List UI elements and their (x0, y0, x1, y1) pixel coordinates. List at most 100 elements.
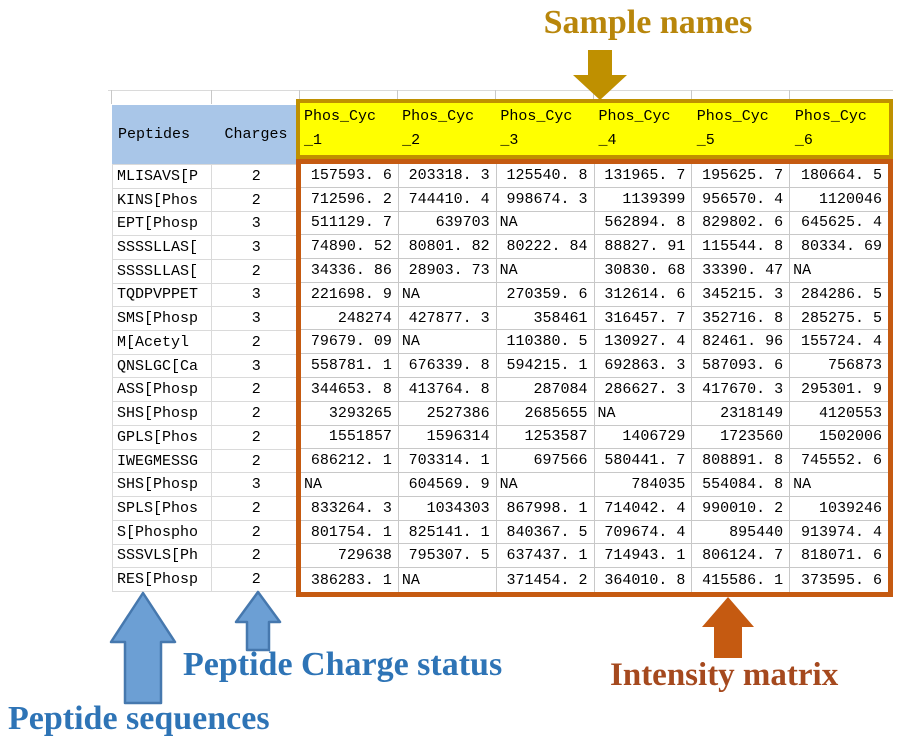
intensity-cell[interactable]: 703314. 1 (399, 449, 497, 473)
intensity-cell[interactable]: 587093. 6 (692, 354, 791, 377)
charge-cell[interactable]: 2 (251, 452, 261, 470)
intensity-cell[interactable]: 1034303 (399, 496, 497, 520)
intensity-cell[interactable]: 221698. 9 (301, 282, 399, 306)
intensity-cell[interactable]: NA (497, 473, 595, 496)
intensity-cell[interactable]: 692863. 3 (595, 354, 693, 377)
intensity-cell[interactable]: 358461 (497, 306, 595, 330)
intensity-cell[interactable]: NA (399, 282, 497, 306)
intensity-cell[interactable]: 784035 (595, 473, 693, 496)
intensity-cell[interactable]: 427877. 3 (399, 306, 497, 330)
intensity-cell[interactable]: 1502006 (818, 428, 882, 446)
intensity-cell[interactable]: 287084 (497, 378, 595, 401)
intensity-cell[interactable]: 82461. 96 (692, 330, 791, 354)
intensity-cell[interactable]: 180664. 5 (800, 166, 882, 184)
intensity-cell[interactable]: 745552. 6 (800, 452, 882, 470)
sample-column-header[interactable]: Phos_Cyc_1 (304, 108, 377, 149)
charge-cell[interactable]: 2 (251, 333, 261, 351)
intensity-cell[interactable]: 806124. 7 (692, 544, 791, 568)
intensity-cell[interactable]: 833264. 3 (301, 496, 399, 520)
charge-cell[interactable]: 2 (251, 191, 261, 209)
intensity-cell[interactable]: 714943. 1 (595, 544, 693, 568)
intensity-cell[interactable]: 157593. 6 (301, 164, 399, 187)
intensity-cell[interactable]: 345215. 3 (692, 282, 791, 306)
peptide-cell[interactable]: RES[Phosp (113, 568, 213, 591)
intensity-cell[interactable]: 645625. 4 (800, 214, 882, 232)
intensity-cell[interactable]: NA (497, 259, 595, 282)
intensity-cell[interactable]: 990010. 2 (692, 496, 791, 520)
peptides-column-header[interactable]: Peptides (118, 126, 191, 143)
intensity-cell[interactable]: 4120553 (818, 404, 882, 422)
intensity-cell[interactable]: 79679. 09 (301, 330, 399, 354)
peptide-cell[interactable]: KINS[Phos (113, 188, 213, 212)
intensity-cell[interactable]: 1253587 (497, 425, 595, 449)
intensity-cell[interactable]: 829802. 6 (692, 211, 791, 235)
intensity-cell[interactable]: NA (399, 568, 497, 592)
intensity-cell[interactable]: 867998. 1 (497, 496, 595, 520)
intensity-cell[interactable]: 1139399 (595, 187, 693, 211)
intensity-cell[interactable]: 3293265 (301, 401, 399, 425)
intensity-cell[interactable]: 744410. 4 (399, 187, 497, 211)
charge-cell[interactable]: 2 (251, 405, 261, 423)
peptide-cell[interactable]: SSSSLLAS[ (113, 259, 213, 283)
intensity-cell[interactable]: 295301. 9 (800, 380, 882, 398)
charge-cell[interactable]: 2 (251, 262, 261, 280)
peptide-cell[interactable]: QNSLGC[Ca (113, 354, 213, 378)
sample-column-header[interactable]: Phos_Cyc_2 (402, 108, 475, 149)
charge-cell[interactable]: 2 (251, 167, 261, 185)
charge-cell[interactable]: 2 (251, 499, 261, 517)
intensity-cell[interactable]: 511129. 7 (301, 211, 399, 235)
intensity-cell[interactable]: 2318149 (692, 401, 791, 425)
intensity-cell[interactable]: 818071. 6 (800, 547, 882, 565)
intensity-cell[interactable]: 312614. 6 (595, 282, 693, 306)
charge-cell[interactable]: 2 (251, 547, 261, 565)
intensity-cell[interactable]: 2527386 (399, 401, 497, 425)
intensity-cell[interactable]: 558781. 1 (301, 354, 399, 377)
intensity-cell[interactable]: NA (595, 401, 693, 425)
charge-cell[interactable]: 2 (251, 428, 261, 446)
intensity-cell[interactable]: 1406729 (595, 425, 693, 449)
intensity-cell[interactable]: 130927. 4 (595, 330, 693, 354)
intensity-cell[interactable]: 74890. 52 (301, 235, 399, 259)
intensity-cell[interactable]: 729638 (301, 544, 399, 568)
intensity-cell[interactable]: 30830. 68 (595, 259, 693, 282)
sample-column-header[interactable]: Phos_Cyc_4 (598, 108, 671, 149)
intensity-cell[interactable]: NA (399, 330, 497, 354)
intensity-cell[interactable]: 371454. 2 (497, 568, 595, 592)
intensity-cell[interactable]: NA (793, 261, 812, 279)
intensity-cell[interactable]: 28903. 73 (399, 259, 497, 282)
intensity-cell[interactable]: 115544. 8 (692, 235, 791, 259)
intensity-cell[interactable]: 34336. 86 (301, 259, 399, 282)
intensity-cell[interactable]: 580441. 7 (595, 449, 693, 473)
intensity-cell[interactable]: 286627. 3 (595, 378, 693, 401)
peptide-cell[interactable]: GPLS[Phos (113, 425, 213, 449)
sample-column-header[interactable]: Phos_Cyc_6 (794, 108, 867, 149)
peptide-cell[interactable]: SSSSLLAS[ (113, 236, 213, 259)
intensity-cell[interactable]: 714042. 4 (595, 496, 693, 520)
peptide-cell[interactable]: M[Acetyl (113, 331, 213, 354)
intensity-cell[interactable]: 594215. 1 (497, 354, 595, 377)
intensity-cell[interactable]: 195625. 7 (692, 164, 791, 187)
intensity-cell[interactable]: 676339. 8 (399, 354, 497, 377)
intensity-cell[interactable]: 155724. 4 (800, 333, 882, 351)
intensity-cell[interactable]: 1596314 (399, 425, 497, 449)
intensity-cell[interactable]: 1120046 (818, 190, 882, 208)
peptide-cell[interactable]: TQDPVPPET (113, 283, 213, 307)
peptide-cell[interactable]: ASS[Phosp (113, 378, 213, 402)
sample-column-header[interactable]: Phos_Cyc_3 (500, 108, 573, 149)
intensity-cell[interactable]: 795307. 5 (399, 544, 497, 568)
intensity-cell[interactable]: 88827. 91 (595, 235, 693, 259)
intensity-cell[interactable]: 413764. 8 (399, 378, 497, 401)
intensity-cell[interactable]: 284286. 5 (800, 285, 882, 303)
intensity-cell[interactable]: 956570. 4 (692, 187, 791, 211)
charge-cell[interactable]: 3 (251, 357, 261, 375)
charge-cell[interactable]: 2 (251, 381, 261, 399)
charge-cell[interactable]: 3 (251, 310, 261, 328)
peptide-cell[interactable]: SPLS[Phos (113, 497, 213, 520)
intensity-cell[interactable]: 697566 (497, 449, 595, 473)
intensity-cell[interactable]: NA (301, 473, 399, 496)
charge-cell[interactable]: 3 (251, 239, 261, 257)
charge-cell[interactable]: 3 (251, 286, 261, 304)
intensity-cell[interactable]: 712596. 2 (301, 187, 399, 211)
sample-column-header[interactable]: Phos_Cyc_5 (696, 108, 769, 149)
peptide-cell[interactable]: SMS[Phosp (113, 307, 213, 331)
